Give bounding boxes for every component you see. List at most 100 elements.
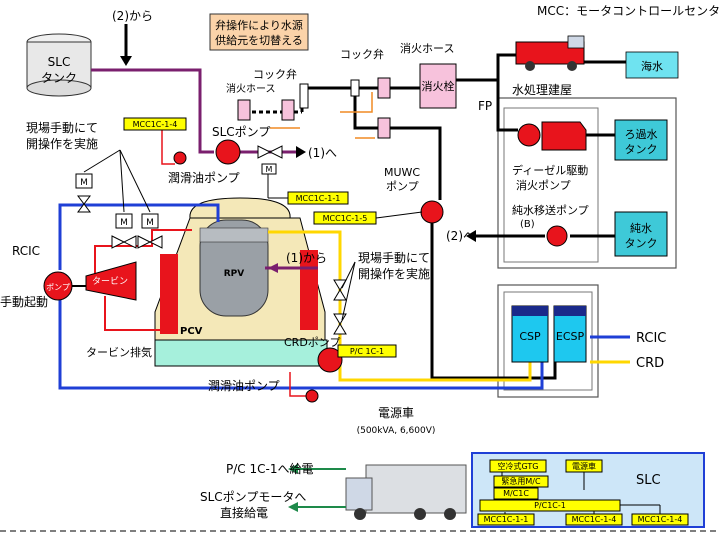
pcv-label: PCV bbox=[180, 326, 203, 337]
valve-note-box bbox=[209, 13, 309, 51]
from1-arrowhead bbox=[268, 263, 278, 273]
fire-hose-left-label: 消火ホース bbox=[226, 82, 276, 95]
crd-pump-icon bbox=[317, 347, 343, 373]
mov-valve-3-right bbox=[148, 235, 163, 249]
fire-truck-icon bbox=[515, 41, 585, 65]
water-bldg-label: 水処理建屋 bbox=[512, 83, 572, 97]
turbine-label: タービン bbox=[92, 276, 128, 287]
sld-pc bbox=[479, 499, 621, 512]
local-manual-right-2: 開操作を実施 bbox=[358, 266, 430, 281]
muwc-label-2: ポンプ bbox=[386, 180, 419, 193]
csp-tank-top bbox=[512, 306, 548, 316]
feed-arrowhead-2 bbox=[288, 502, 298, 512]
valve-note-1: 弁操作により水源 bbox=[215, 18, 303, 32]
feed2-label-1: SLCポンプモータへ bbox=[200, 490, 306, 504]
lube-pump-top-label: 潤滑油ポンプ bbox=[168, 171, 240, 185]
legend-crd-label: CRD bbox=[636, 356, 664, 371]
tag-pc-1c1-label: P/C 1C-1 bbox=[350, 347, 384, 356]
to1-label: (1)へ bbox=[308, 146, 337, 160]
mov-motor-1 bbox=[75, 173, 93, 189]
sld-mcc-c bbox=[631, 513, 689, 526]
lube-pump-bottom-label: 潤滑油ポンプ bbox=[208, 379, 280, 393]
sld-emergency-mc-label: 緊急用M/C bbox=[501, 476, 541, 486]
diesel-pump-label-2: 消火ポンプ bbox=[516, 178, 571, 192]
fire-hose-right-label: 消火ホース bbox=[400, 41, 454, 55]
tag-mcc-1c1-4-label: MCC1C-1-4 bbox=[133, 120, 178, 129]
muwc-csp-line bbox=[430, 218, 557, 380]
filtered-water-tank bbox=[614, 119, 668, 161]
sld-mcc-a-label: MCC1C-1-1 bbox=[484, 515, 529, 524]
pure-water-pump-icon bbox=[546, 225, 568, 247]
slc-tank-label-1: SLC bbox=[48, 55, 71, 69]
slc-pump-icon bbox=[215, 139, 241, 165]
power-truck-wheel-2 bbox=[414, 508, 426, 520]
crd-lube-line bbox=[289, 372, 306, 397]
tag-mcc-1c1-4 bbox=[123, 117, 187, 131]
sld-mcc-c-label: MCC1C-1-4 bbox=[638, 515, 683, 524]
tag-mcc-1c1-1-label: MCC1C-1-1 bbox=[296, 194, 341, 203]
ecsp-tank-top bbox=[554, 306, 586, 316]
cock-valve-left-icon bbox=[299, 83, 309, 109]
cock-valve-right-label: コック弁 bbox=[340, 47, 384, 61]
flow-arrow-1 bbox=[340, 92, 373, 113]
sld-mc bbox=[493, 487, 539, 500]
valve-note-2: 供給元を切替える bbox=[215, 33, 303, 47]
crd-pump-label: CRDポンプ bbox=[284, 336, 340, 349]
rcic-pump-label: ポンプ bbox=[46, 283, 70, 292]
coupling-icon-4 bbox=[377, 117, 391, 139]
feed1-label: P/C 1C-1へ給電 bbox=[226, 462, 313, 476]
sld-truck bbox=[565, 459, 603, 473]
mov-m-label-1: M bbox=[80, 178, 88, 188]
tag-mcc-1c1-5 bbox=[313, 211, 377, 225]
coupling-icon-1 bbox=[281, 99, 295, 121]
sld-mcc-b bbox=[565, 513, 623, 526]
slc-tank-label-2: タンク bbox=[41, 71, 77, 85]
slc-lube-line bbox=[161, 128, 175, 165]
rcic-label: RCIC bbox=[12, 244, 40, 258]
mov-motor-3 bbox=[141, 213, 159, 229]
drywell-wall-right bbox=[300, 250, 318, 330]
slc-tank-bottom bbox=[26, 79, 92, 97]
slc-motor-icon bbox=[261, 163, 277, 175]
crd-valve-1-icon-b bbox=[333, 289, 347, 301]
coupling-icon-3 bbox=[377, 77, 391, 99]
callout-line-2 bbox=[119, 149, 125, 213]
feed2-label-2: 直接給電 bbox=[220, 505, 268, 520]
suppression-pool bbox=[154, 339, 328, 367]
mov-valve-2-right bbox=[122, 235, 137, 249]
diesel-pump-icon bbox=[517, 123, 541, 147]
seawater-label: 海水 bbox=[641, 59, 663, 73]
pure-pump-label-2: (B) bbox=[520, 219, 535, 230]
legend-slc-label: SLC bbox=[636, 473, 661, 488]
sld-gtg bbox=[489, 459, 547, 473]
mov-valve-1-bottom bbox=[77, 203, 91, 213]
power-truck-wheel-3 bbox=[444, 508, 456, 520]
diesel-pump-label-1: ディーゼル駆動 bbox=[512, 163, 588, 177]
sld-emergency-mc bbox=[493, 475, 549, 488]
mcc-title: MCC：モータコントロールセンター bbox=[537, 4, 719, 18]
mov-valve-1-top bbox=[77, 195, 91, 205]
slc-valve-icon-b bbox=[268, 145, 283, 159]
fp-line bbox=[455, 53, 520, 82]
mov-m-label-2: M bbox=[120, 218, 128, 228]
csp-label: CSP bbox=[519, 330, 541, 343]
manual-start-label: 手動起動 bbox=[0, 295, 48, 309]
sld-gtg-label: 空冷式GTG bbox=[498, 461, 539, 471]
turbine-steam-line bbox=[94, 229, 192, 276]
mcc-link-4 bbox=[375, 211, 423, 219]
power-truck-cab bbox=[345, 477, 373, 511]
coupling-icon-2 bbox=[237, 99, 251, 121]
diesel-engine-icon bbox=[541, 121, 587, 151]
pure-tank-label-2: タンク bbox=[625, 237, 658, 250]
rpv-flange bbox=[199, 227, 269, 243]
callout-line-1 bbox=[83, 149, 121, 173]
callout-line-4 bbox=[341, 261, 356, 289]
sld-mcc-b-label: MCC1C-1-4 bbox=[572, 515, 617, 524]
fire-truck-wheel-1 bbox=[525, 61, 535, 71]
fp-label: FP bbox=[478, 99, 492, 113]
callout-line-3 bbox=[119, 149, 151, 213]
rpv-label: RPV bbox=[224, 269, 245, 279]
fire-hydrant bbox=[419, 63, 457, 109]
slc-valve-icon bbox=[257, 145, 272, 159]
